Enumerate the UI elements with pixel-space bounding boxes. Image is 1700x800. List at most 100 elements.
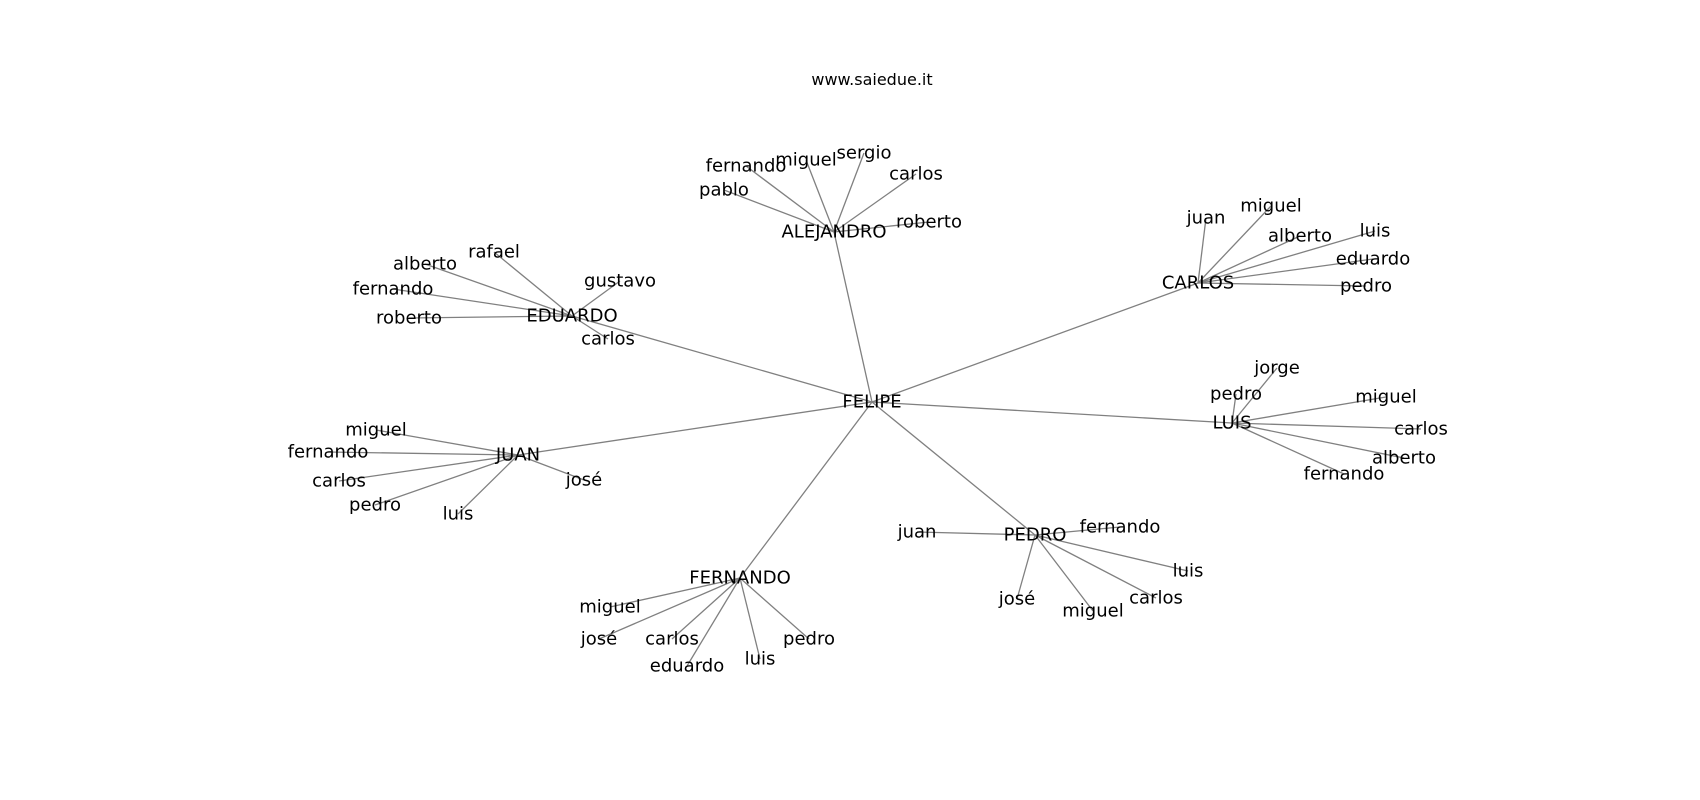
node-leaf-alejandro-miguel: miguel <box>775 150 836 171</box>
node-leaf-fernando-carlos: carlos <box>645 629 699 650</box>
node-leaf-alejandro-sergio: sergio <box>837 143 892 164</box>
edge-felipe-luis <box>871 401 1233 424</box>
node-leaf-eduardo-gustavo: gustavo <box>584 271 656 292</box>
edge-luis-pedro <box>1231 393 1237 424</box>
node-leaf-juan-carlos: carlos <box>312 471 366 492</box>
edge-juan-pedro <box>374 454 519 506</box>
node-leaf-eduardo-carlos: carlos <box>581 329 635 350</box>
node-leaf-carlos-luis: luis <box>1360 221 1391 242</box>
edge-fernando-luis <box>739 577 761 660</box>
node-leaf-pedro-fernando: fernando <box>1080 517 1161 538</box>
edge-juan-miguel <box>375 429 519 456</box>
node-leaf-juan-fernando: fernando <box>288 442 369 463</box>
edge-felipe-carlos <box>871 282 1199 403</box>
edge-juan-jose <box>517 454 585 481</box>
edge-pedro-jose <box>1016 534 1036 600</box>
edge-carlos-eduardo <box>1197 258 1374 284</box>
node-hub-pedro: PEDRO <box>1004 525 1067 546</box>
node-hub-fernando: FERNANDO <box>689 568 791 589</box>
edge-luis-jorge <box>1231 367 1278 424</box>
node-leaf-alejandro-roberto: roberto <box>896 212 962 233</box>
node-leaf-pedro-miguel: miguel <box>1062 601 1123 622</box>
edge-fernando-eduardo <box>686 577 741 667</box>
edge-eduardo-fernando <box>392 288 573 317</box>
node-leaf-eduardo-fernando: fernando <box>353 279 434 300</box>
node-leaf-carlos-alberto: alberto <box>1268 226 1332 247</box>
node-leaf-fernando-pedro: pedro <box>783 629 835 650</box>
edge-alejandro-roberto <box>833 221 930 233</box>
site-title: www.saiedue.it <box>811 70 933 89</box>
node-center-felipe: FELIPE <box>842 392 901 413</box>
node-leaf-carlos-miguel: miguel <box>1240 196 1301 217</box>
edge-luis-fernando <box>1231 422 1345 475</box>
edge-pedro-miguel <box>1034 534 1094 612</box>
edge-felipe-fernando <box>739 401 873 579</box>
edge-juan-luis <box>457 454 519 515</box>
node-leaf-fernando-luis: luis <box>745 649 776 670</box>
node-leaf-pedro-carlos: carlos <box>1129 588 1183 609</box>
node-leaf-alejandro-pablo: pablo <box>699 180 749 201</box>
edge-juan-fernando <box>327 451 519 456</box>
node-leaf-eduardo-rafael: rafael <box>468 242 520 263</box>
node-leaf-luis-carlos: carlos <box>1394 419 1448 440</box>
edge-alejandro-carlos <box>833 173 917 233</box>
edge-felipe-eduardo <box>571 315 873 403</box>
edge-luis-carlos <box>1231 422 1422 430</box>
edge-carlos-miguel <box>1197 205 1272 284</box>
node-leaf-luis-jorge: jorge <box>1253 358 1300 379</box>
edge-alejandro-sergio <box>833 152 865 233</box>
node-leaf-pedro-juan: juan <box>897 522 937 543</box>
node-leaf-juan-pedro: pedro <box>349 495 401 516</box>
edge-fernando-pedro <box>739 577 810 640</box>
node-leaf-fernando-eduardo: eduardo <box>650 656 724 677</box>
node-hub-juan: JUAN <box>495 445 540 466</box>
node-leaf-luis-alberto: alberto <box>1372 448 1436 469</box>
node-leaf-eduardo-alberto: alberto <box>393 254 457 275</box>
edge-luis-alberto <box>1231 422 1405 459</box>
node-leaf-juan-luis: luis <box>443 504 474 525</box>
edge-fernando-jose <box>598 577 741 640</box>
edge-eduardo-roberto <box>408 315 573 319</box>
node-hub-eduardo: EDUARDO <box>526 306 617 327</box>
edge-eduardo-alberto <box>424 263 573 317</box>
node-leaf-carlos-juan: juan <box>1186 208 1226 229</box>
node-leaf-eduardo-roberto: roberto <box>376 308 442 329</box>
edge-eduardo-rafael <box>493 251 573 317</box>
node-leaf-carlos-pedro: pedro <box>1340 276 1392 297</box>
node-leaf-alejandro-carlos: carlos <box>889 164 943 185</box>
node-leaf-carlos-eduardo: eduardo <box>1336 249 1410 270</box>
node-leaf-luis-miguel: miguel <box>1355 387 1416 408</box>
edge-felipe-juan <box>517 401 873 456</box>
edge-pedro-luis <box>1034 534 1189 572</box>
node-leaf-fernando-jose: josé <box>580 629 617 650</box>
edge-eduardo-carlos <box>571 315 609 340</box>
node-hub-carlos: CARLOS <box>1162 273 1234 294</box>
node-leaf-pedro-luis: luis <box>1173 561 1204 582</box>
edge-pedro-juan <box>916 531 1036 536</box>
edge-fernando-carlos <box>671 577 741 640</box>
edge-carlos-juan <box>1197 217 1207 284</box>
node-hub-luis: LUIS <box>1212 413 1251 434</box>
node-leaf-pedro-jose: josé <box>998 589 1035 610</box>
node-leaf-luis-pedro: pedro <box>1210 384 1262 405</box>
edge-carlos-alberto <box>1197 235 1301 284</box>
edge-felipe-alejandro <box>833 231 873 403</box>
edge-luis-miguel <box>1231 396 1387 424</box>
edge-alejandro-fernando <box>745 165 835 233</box>
node-hub-alejandro: ALEJANDRO <box>781 222 886 243</box>
node-leaf-luis-fernando: fernando <box>1304 464 1385 485</box>
edge-carlos-pedro <box>1197 282 1367 287</box>
node-leaf-fernando-miguel: miguel <box>579 597 640 618</box>
node-leaf-juan-jose: josé <box>565 470 602 491</box>
edge-pedro-fernando <box>1034 526 1121 536</box>
edges-layer <box>327 152 1422 667</box>
edge-alejandro-miguel <box>805 159 835 233</box>
edge-alejandro-pablo <box>723 189 835 233</box>
edge-fernando-miguel <box>609 577 741 608</box>
node-leaf-juan-miguel: miguel <box>345 420 406 441</box>
edge-felipe-pedro <box>871 401 1036 536</box>
edge-juan-carlos <box>338 454 519 482</box>
edge-carlos-luis <box>1197 230 1376 284</box>
